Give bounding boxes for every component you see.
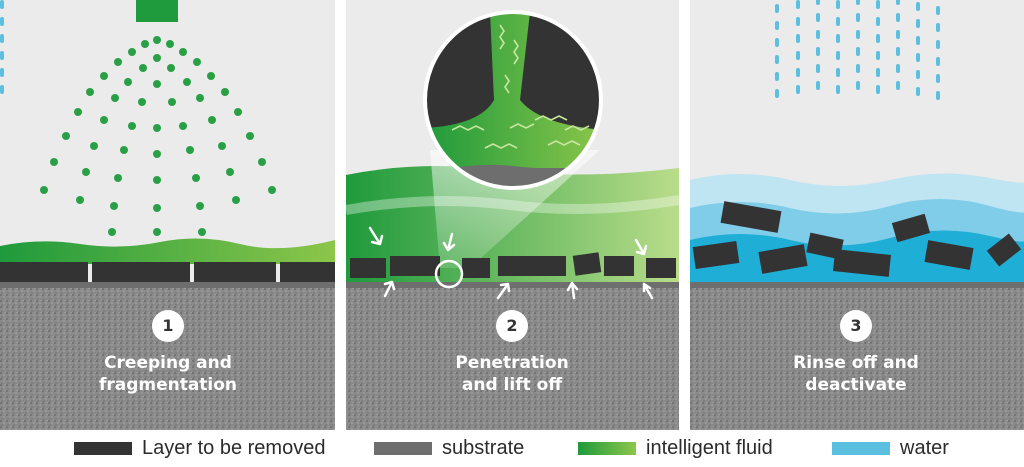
diagram-graphic xyxy=(0,0,1024,430)
step-3-number: 3 xyxy=(840,310,872,342)
legend-item-fluid: intelligent fluid xyxy=(578,430,773,467)
step-3-title-line1: Rinse off and xyxy=(793,353,919,373)
layer-swatch-icon xyxy=(74,442,132,455)
panel-2-graphic xyxy=(345,10,680,430)
step-1-number: 1 xyxy=(152,310,184,342)
step-2-title: Penetration and lift off xyxy=(362,352,662,396)
floating-layer-fragments xyxy=(692,201,1022,277)
layer-to-be-removed-fragments xyxy=(0,262,335,282)
process-diagram: 1 Creeping and fragmentation 2 Penetrati… xyxy=(0,0,1024,430)
step-1-title-line2: fragmentation xyxy=(98,375,238,395)
lifted-layer-fragments xyxy=(350,252,676,278)
step-2-title-line2: and lift off xyxy=(461,375,563,395)
legend-label-substrate: substrate xyxy=(442,437,525,459)
fluid-droplets xyxy=(40,36,276,236)
legend-label-fluid: intelligent fluid xyxy=(646,437,773,459)
zoom-detail xyxy=(423,10,603,190)
panel-3-graphic xyxy=(0,0,1024,430)
substrate-layer xyxy=(346,282,679,288)
legend-item-layer: Layer to be removed xyxy=(74,430,325,467)
legend: Layer to be removed substrate intelligen… xyxy=(0,430,1024,467)
step-2-number: 2 xyxy=(496,310,528,342)
panel-1-graphic xyxy=(0,0,335,430)
substrate-swatch-icon xyxy=(374,442,432,455)
water-spray xyxy=(0,0,940,100)
detail-marker xyxy=(434,259,464,289)
step-3-title-line2: deactivate xyxy=(805,375,907,395)
penetration-arrows xyxy=(368,226,654,300)
substrate-layer xyxy=(0,282,335,288)
fluid-swatch-icon xyxy=(578,442,636,455)
legend-label-water: water xyxy=(900,437,949,459)
legend-label-layer: Layer to be removed xyxy=(142,437,326,459)
substrate-layer xyxy=(690,282,1024,288)
water-swatch-icon xyxy=(832,442,890,455)
step-2-title-line1: Penetration xyxy=(455,353,569,373)
step-3-title: Rinse off and deactivate xyxy=(706,352,1006,396)
step-1-title-line1: Creeping and xyxy=(104,353,232,373)
spray-nozzle-icon xyxy=(136,0,178,22)
legend-item-substrate: substrate xyxy=(374,430,524,467)
legend-item-water: water xyxy=(832,430,949,467)
step-1-title: Creeping and fragmentation xyxy=(18,352,318,396)
fluid-film xyxy=(0,238,335,264)
